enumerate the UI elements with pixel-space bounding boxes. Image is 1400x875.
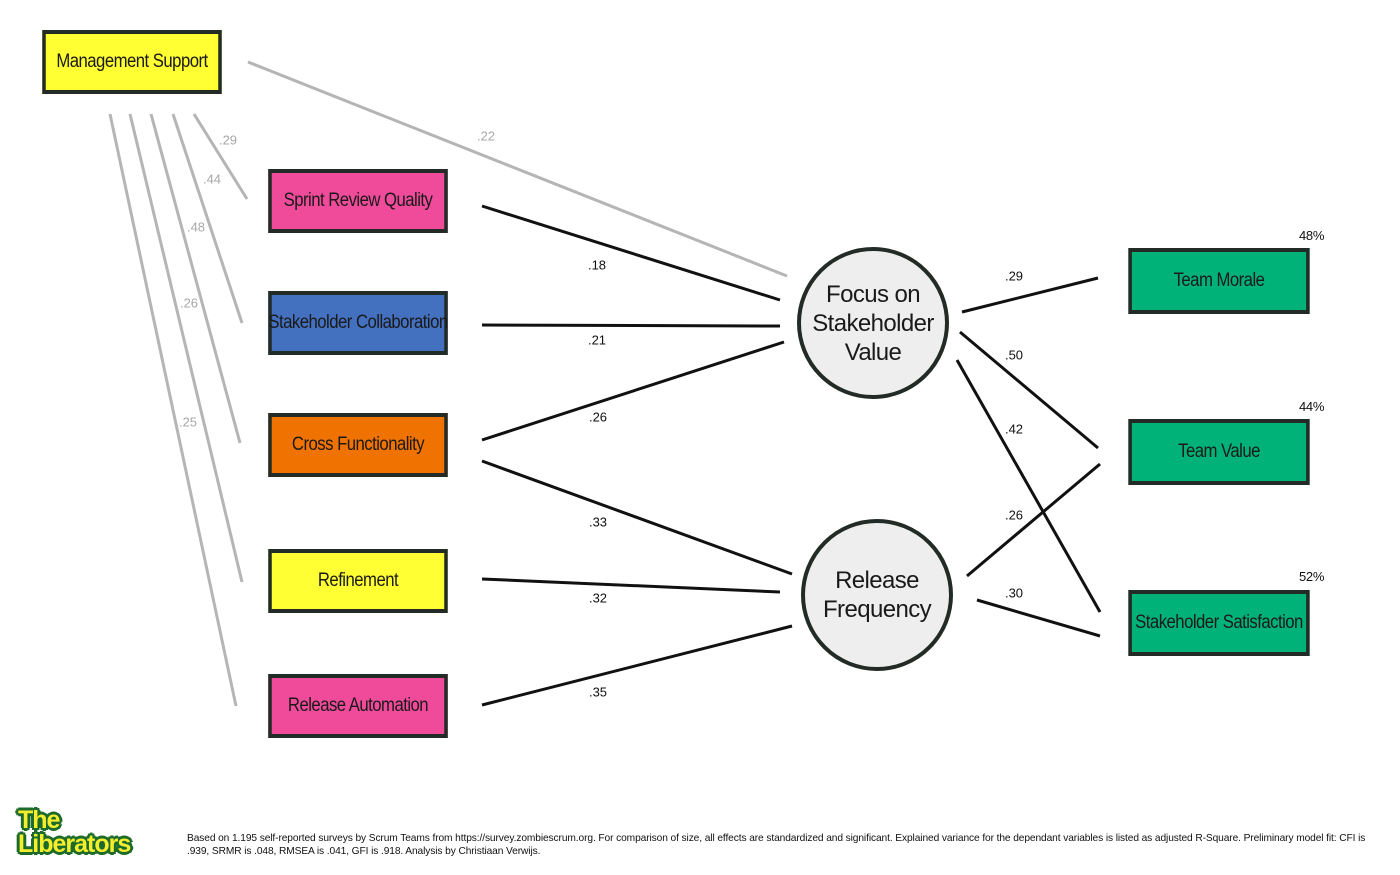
focus-on-stakeholder-value-label: Focus on Stakeholder Value — [812, 280, 934, 366]
cross-functionality-label: Cross Functionality — [291, 434, 425, 455]
release-frequency-node: Release Frequency — [801, 519, 953, 671]
edge-label-ms-ra: .25 — [179, 414, 197, 429]
the-liberators-logo: The Liberators — [18, 808, 168, 860]
sprint-review-quality-node: Sprint Review Quality — [268, 169, 448, 233]
team-value-label: Team Value — [1178, 441, 1260, 462]
logo-line-1: The — [18, 806, 60, 834]
edge-ms-ref — [128, 113, 244, 583]
logo-line-2: Liberators — [18, 830, 131, 858]
edge-label-ms-sc: .44 — [203, 171, 221, 186]
footnote: Based on 1.195 self-reported surveys by … — [187, 833, 1366, 857]
refinement-node: Refinement — [268, 549, 448, 613]
management-support-label: Management Support — [56, 51, 208, 72]
stakeholder-collaboration-node: Stakeholder Collaboration — [268, 291, 448, 355]
focus-on-stakeholder-value-node: Focus on Stakeholder Value — [797, 247, 949, 399]
edge-label-cf-rf: .33 — [589, 514, 607, 529]
edge-label-rf-tv: .26 — [1005, 507, 1023, 522]
management-support-node: Management Support — [42, 30, 222, 94]
edge-label-ra-rf: .35 — [589, 684, 607, 699]
edge-label-ms-fsv: .22 — [477, 128, 495, 143]
edge-label-fsv-tm: .29 — [1005, 268, 1023, 283]
edge-label-cf-fsv: .26 — [589, 409, 607, 424]
edge-labels-layer: .29 .44 .48 .26 .25 .22 .18 .21 .26 .33 .32 .35 .29.… — [179, 128, 1023, 699]
release-frequency-label: Release Frequency — [823, 567, 932, 623]
edge-label-ms-ref: .26 — [180, 295, 198, 310]
sprint-review-quality-label: Sprint Review Quality — [283, 190, 433, 211]
refinement-label: Refinement — [317, 570, 399, 591]
edge-fsv-tv — [959, 330, 1099, 450]
edge-ms-sc — [171, 113, 244, 324]
edge-label-srq-fsv: .18 — [588, 257, 606, 272]
edge-sc-fsv — [481, 323, 781, 328]
team-value-node: Team Value — [1128, 419, 1310, 485]
release-automation-node: Release Automation — [268, 674, 448, 738]
edge-fsv-tm — [961, 276, 1099, 314]
edges-layer — [108, 60, 1102, 707]
stakeholder-satisfaction-label: Stakeholder Satisfaction — [1135, 612, 1303, 633]
edge-label-fsv-tv: .50 — [1005, 347, 1023, 362]
edge-label-fsv-ss: .42 — [1005, 421, 1023, 436]
stakeholder-satisfaction-node: Stakeholder Satisfaction — [1128, 590, 1310, 656]
edge-cf-fsv — [481, 340, 785, 442]
edge-label-rf-ss: .30 — [1005, 585, 1023, 600]
edge-label-ms-cf: .48 — [187, 219, 205, 234]
edge-label-sc-fsv: .21 — [588, 332, 606, 347]
team-morale-node: Team Morale — [1128, 248, 1310, 314]
edge-srq-fsv — [481, 204, 781, 302]
edge-ra-rf — [481, 624, 793, 707]
edge-rf-tv — [966, 462, 1101, 578]
release-automation-label: Release Automation — [287, 695, 429, 716]
edge-fsv-ss — [955, 359, 1102, 613]
edge-cf-rf — [481, 459, 793, 576]
team-morale-r2: 48% — [1299, 228, 1325, 243]
edge-ms-ra — [108, 113, 238, 707]
edge-ms-cf — [149, 113, 242, 444]
edge-label-ref-rf: .32 — [589, 590, 607, 605]
team-value-r2: 44% — [1299, 399, 1325, 414]
stakeholder-satisfaction-r2: 52% — [1299, 569, 1325, 584]
edge-rf-ss — [976, 598, 1101, 638]
team-morale-label: Team Morale — [1173, 270, 1265, 291]
edge-ms-srq — [192, 113, 249, 200]
edge-ms-fsv — [247, 60, 788, 278]
edge-ref-rf — [481, 577, 781, 594]
stakeholder-collaboration-label: Stakeholder Collaboration — [268, 312, 448, 333]
cross-functionality-node: Cross Functionality — [268, 413, 448, 477]
edge-label-ms-srq: .29 — [219, 132, 237, 147]
